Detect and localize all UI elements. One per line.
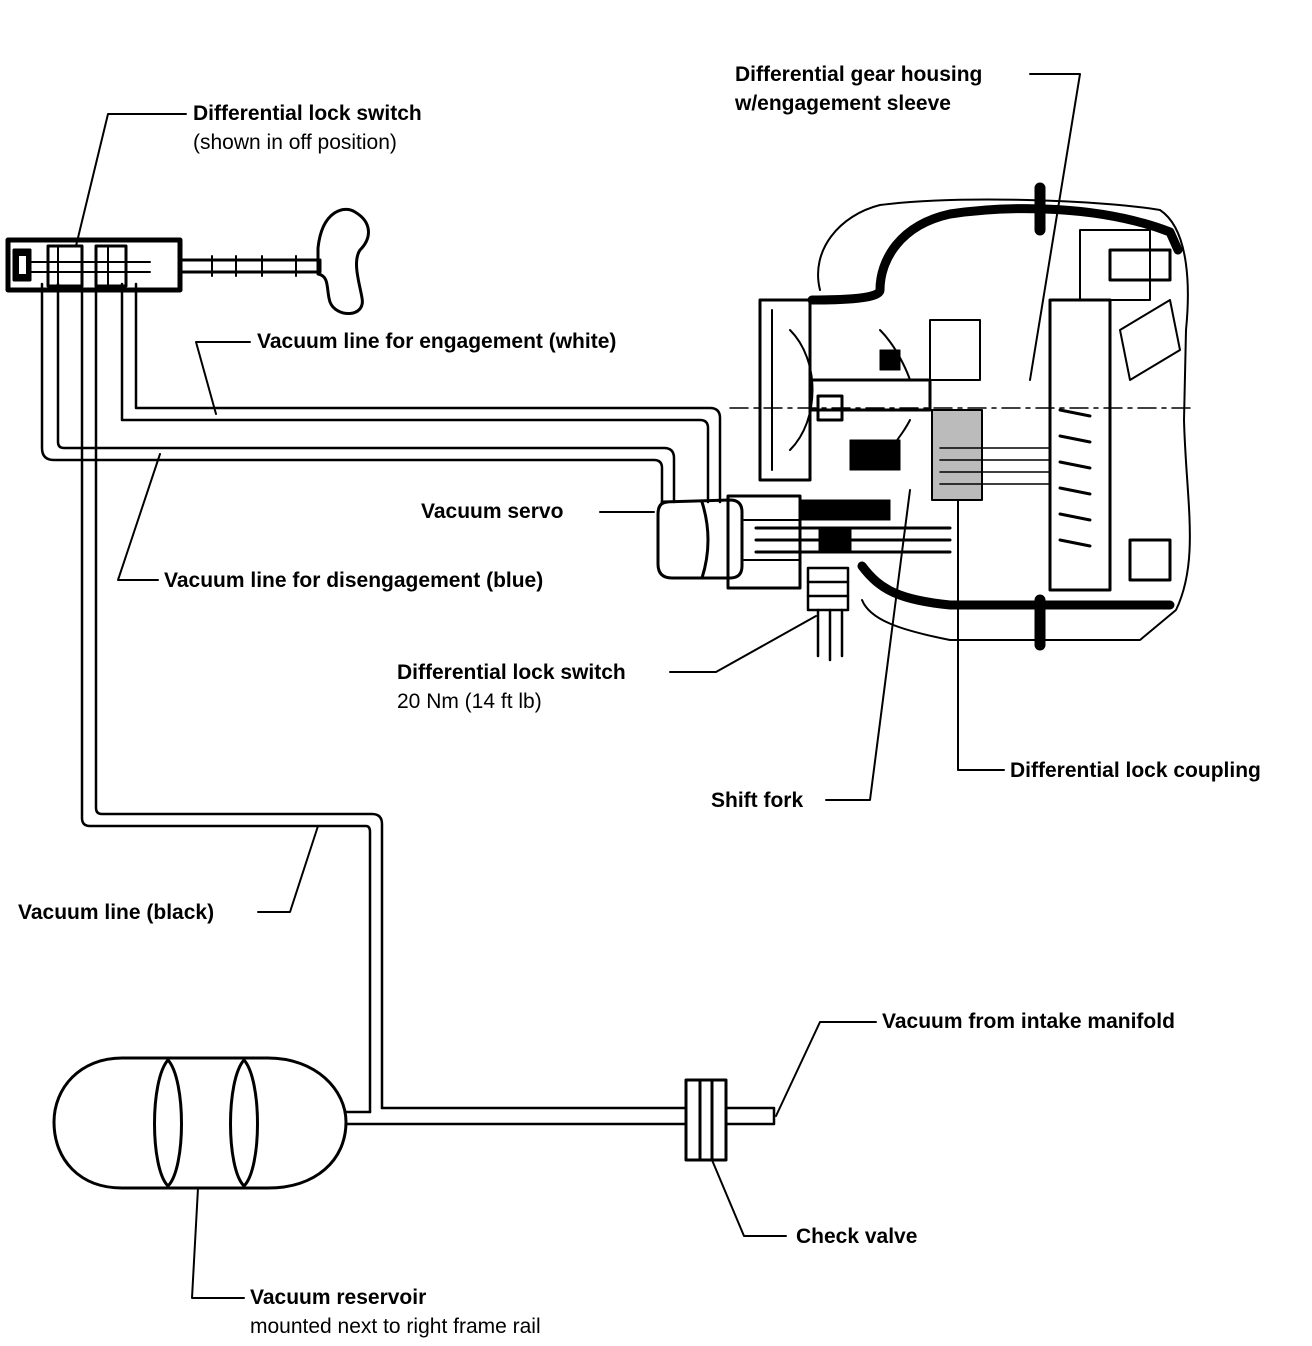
switch-mid-sub: 20 Nm (14 ft lb) — [397, 690, 542, 713]
label-black-line: Vacuum line (black) — [18, 898, 214, 927]
label-engagement-line: Vacuum line for engagement (white) — [257, 327, 616, 356]
label-vacuum-servo: Vacuum servo — [421, 497, 563, 526]
label-switch-top: Differential lock switch (shown in off p… — [193, 99, 422, 157]
switch-top-title: Differential lock switch — [193, 102, 422, 125]
reservoir-title: Vacuum reservoir — [250, 1286, 427, 1309]
black-line-text: Vacuum line (black) — [18, 901, 215, 924]
lock-coupling-text: Differential lock coupling — [1010, 759, 1261, 782]
vacuum-servo-body — [656, 494, 952, 590]
vacuum-reservoir — [52, 1056, 348, 1190]
label-reservoir: Vacuum reservoir mounted next to right f… — [250, 1283, 541, 1341]
label-disengagement-line: Vacuum line for disengagement (blue) — [164, 566, 543, 595]
switch-top-sub: (shown in off position) — [193, 131, 397, 154]
gear-housing-line1: Differential gear housing — [735, 63, 983, 86]
leader-lines — [75, 73, 1081, 1299]
switch-mid-title: Differential lock switch — [397, 661, 626, 684]
intake-text: Vacuum from intake manifold — [882, 1010, 1175, 1033]
label-check-valve: Check valve — [796, 1222, 917, 1251]
switch-knob — [316, 207, 370, 315]
shift-fork-text: Shift fork — [711, 789, 804, 812]
vacuum-line-white — [120, 282, 722, 504]
vacuum-line-blue — [40, 282, 676, 504]
vacuum-servo-text: Vacuum servo — [421, 500, 564, 523]
differential-housing — [729, 182, 1191, 651]
label-switch-mid: Differential lock switch 20 Nm (14 ft lb… — [397, 658, 626, 716]
label-lock-coupling: Differential lock coupling — [1010, 756, 1261, 785]
label-intake: Vacuum from intake manifold — [882, 1007, 1175, 1036]
check-valve — [684, 1078, 728, 1162]
vacuum-line-black — [80, 282, 776, 1126]
servo-lock-switch — [806, 566, 850, 662]
reservoir-sub: mounted next to right frame rail — [250, 1315, 541, 1338]
label-gear-housing: Differential gear housing w/engagement s… — [735, 60, 982, 118]
label-shift-fork: Shift fork — [711, 786, 803, 815]
engagement-line-text: Vacuum line for engagement (white) — [257, 330, 617, 353]
disengagement-line-text: Vacuum line for disengagement (blue) — [164, 569, 544, 592]
gear-housing-line2: w/engagement sleeve — [735, 92, 951, 115]
check-valve-text: Check valve — [796, 1225, 918, 1248]
dash-lock-switch — [5, 237, 322, 293]
